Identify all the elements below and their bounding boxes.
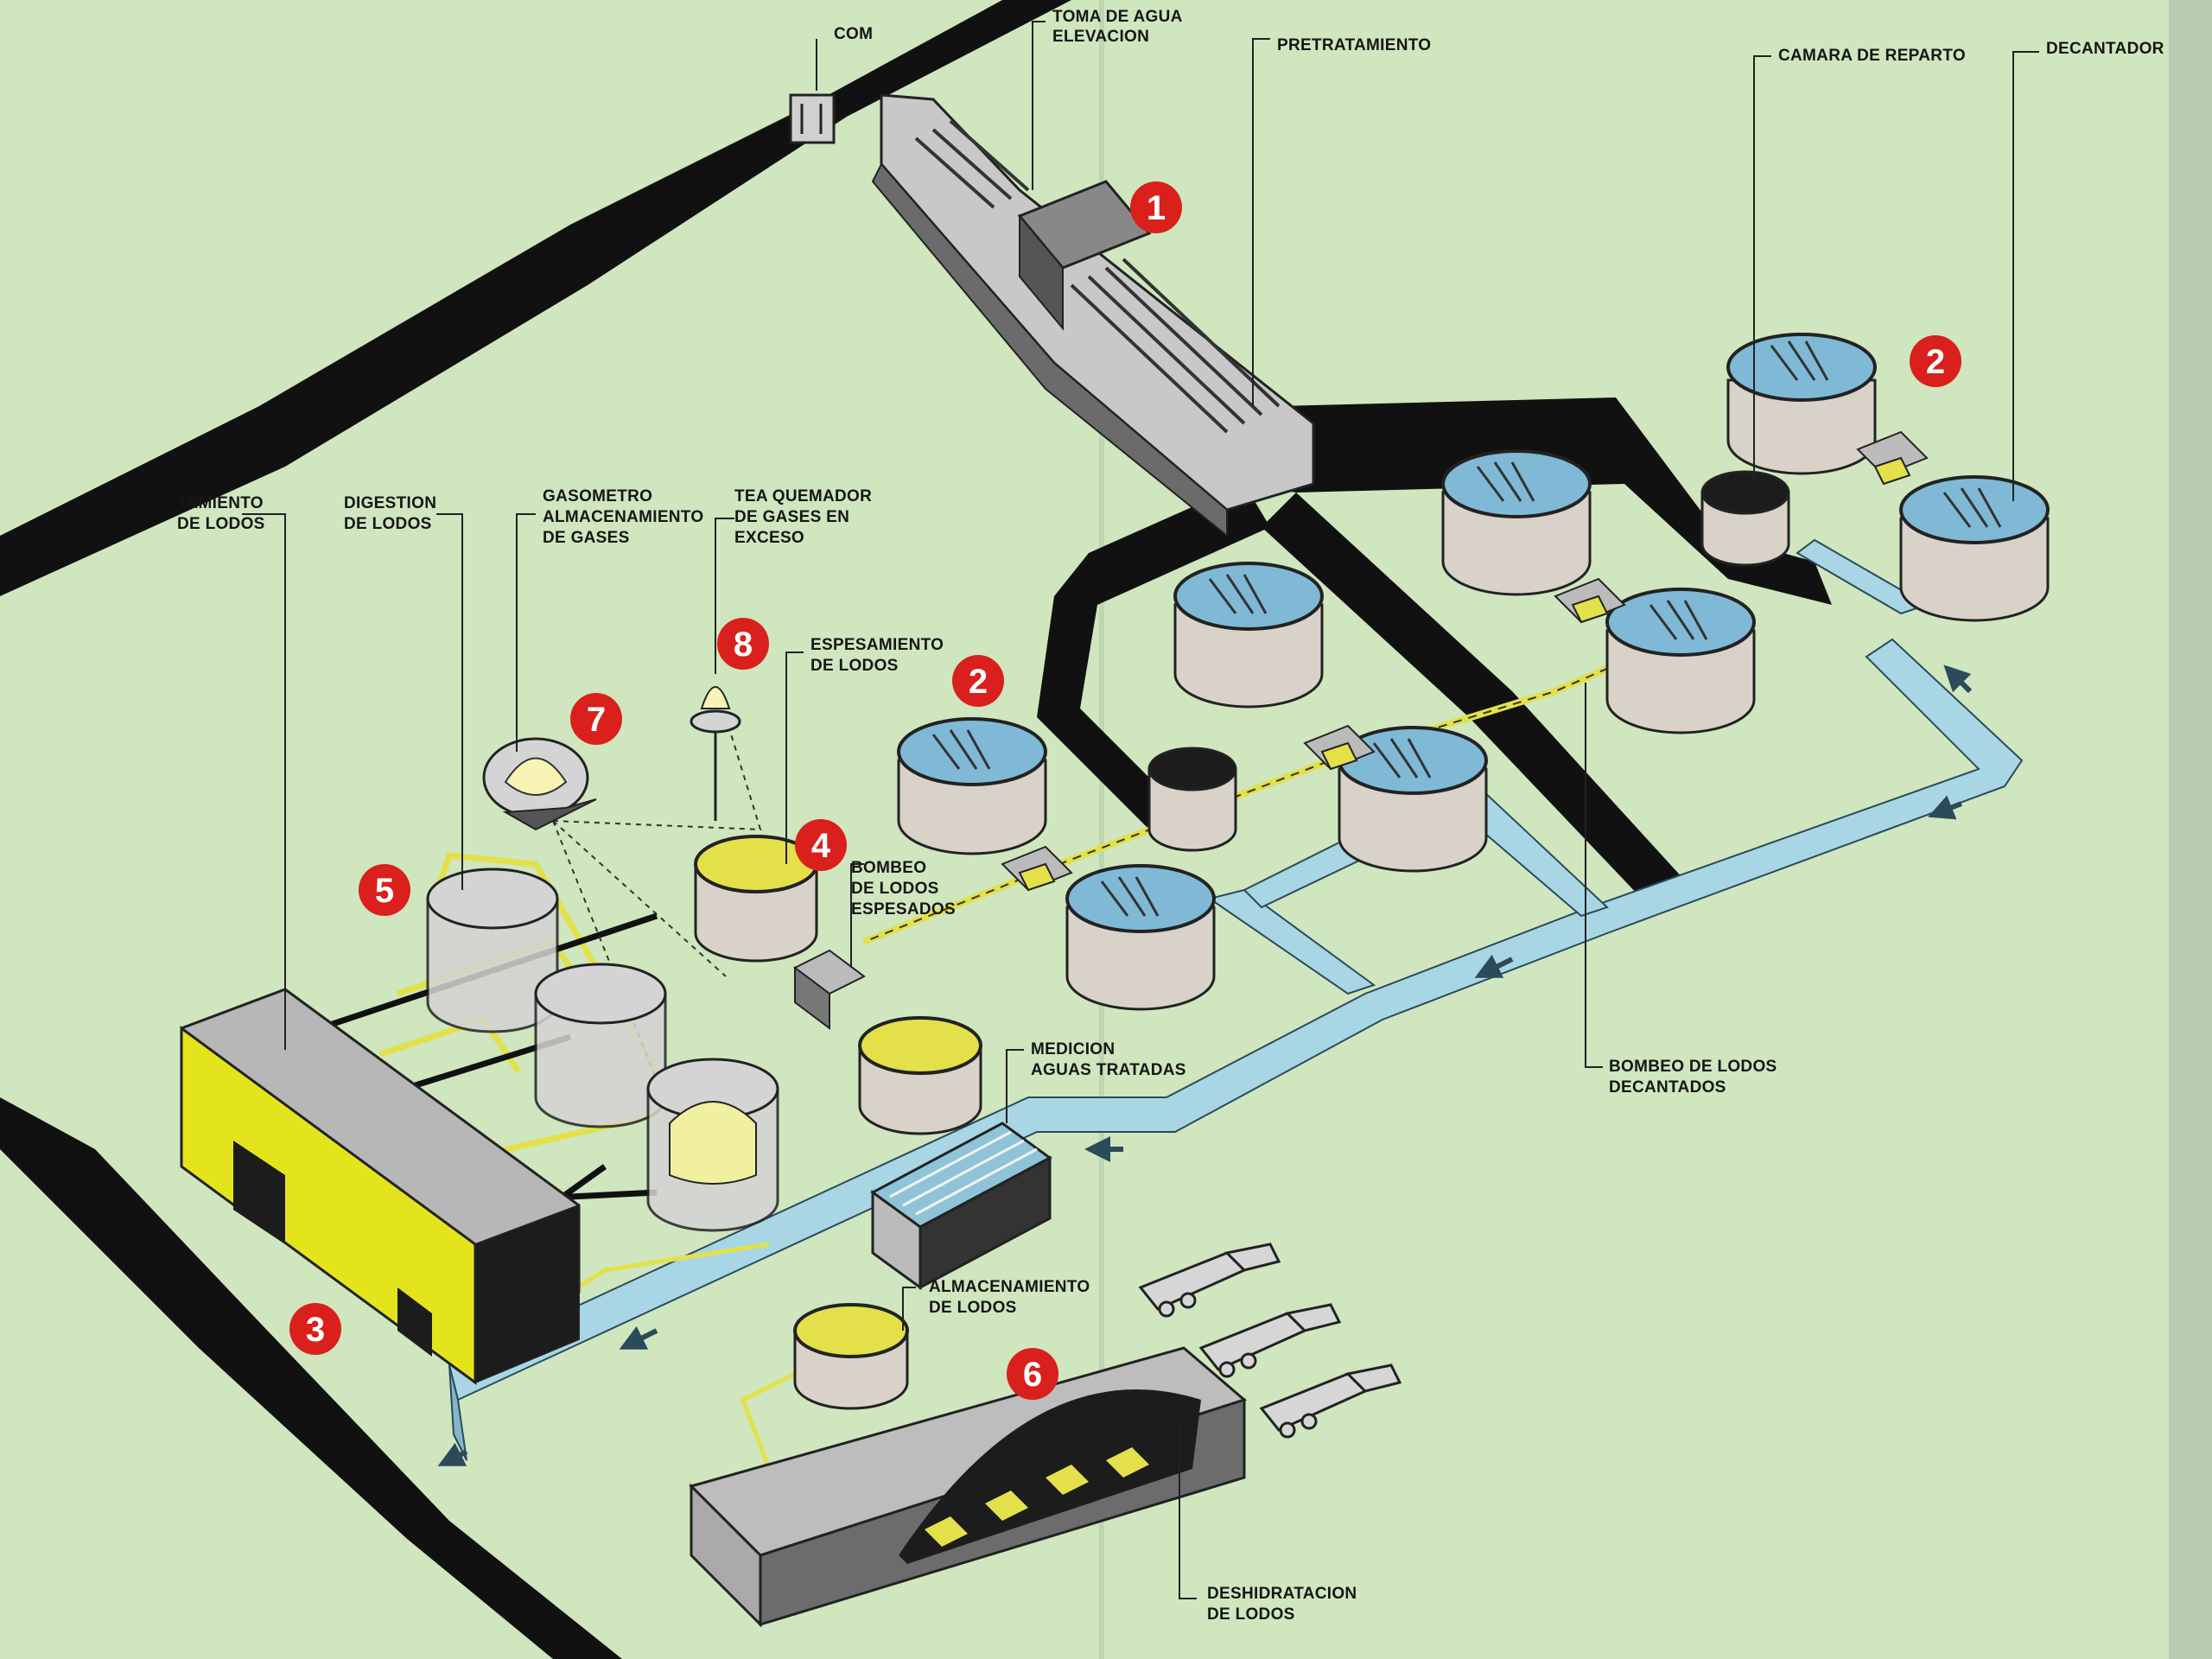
label-almacenamiento-line2: DE LODOS	[929, 1299, 1017, 1317]
label-bombeo-decantados-line1: BOMBEO DE LODOS	[1609, 1058, 1777, 1076]
badge-1: 1	[1130, 181, 1182, 233]
label-tratamiento-lodos-line1: TAMIENTO	[177, 494, 264, 512]
badge-5: 5	[359, 864, 410, 916]
label-espesamiento-line2: DE LODOS	[810, 657, 899, 675]
svg-text:7: 7	[587, 701, 606, 739]
svg-text:2: 2	[1926, 343, 1945, 381]
label-bombeo-decantados-line2: DECANTADOS	[1609, 1078, 1726, 1096]
road-loop-top	[1244, 397, 1832, 605]
badge-4: 4	[795, 819, 847, 871]
road-top	[0, 0, 1071, 596]
leader-lines	[242, 21, 2039, 1599]
label-medicion-line1: MEDICION	[1031, 1040, 1115, 1058]
svg-text:3: 3	[306, 1311, 325, 1349]
label-tea-line3: EXCESO	[734, 529, 804, 547]
trucks	[1138, 1243, 1402, 1439]
road-bottom	[0, 1097, 622, 1659]
badge-6: 6	[1007, 1348, 1058, 1400]
label-bombeo-espesados-line1: BOMBEO	[851, 859, 926, 877]
badge-7: 7	[570, 693, 622, 745]
label-deshidratacion-line1: DESHIDRATACION	[1207, 1585, 1357, 1603]
label-digestion-line2: DE LODOS	[344, 515, 432, 533]
label-tea-line1: TEA QUEMADOR	[734, 487, 872, 505]
label-compuertas: COM	[834, 25, 873, 43]
label-gasometro-line2: ALMACENAMIENTO	[543, 508, 703, 526]
label-tea-line2: DE GASES EN	[734, 508, 849, 526]
svg-text:4: 4	[811, 827, 831, 865]
label-decantador: DECANTADOR	[2046, 40, 2164, 58]
decanter-tanks-upper	[1441, 333, 2050, 734]
label-gasometro-line3: DE GASES	[543, 529, 630, 547]
svg-text:1: 1	[1147, 189, 1166, 227]
labels: COM TOMA DE AGUA ELEVACION PRETRATAMIENT…	[177, 8, 2164, 1624]
label-espesamiento-line1: ESPESAMIENTO	[810, 636, 944, 654]
badge-2-right: 2	[1910, 335, 1961, 387]
label-toma-agua-line2: ELEVACION	[1052, 28, 1149, 46]
svg-text:5: 5	[375, 872, 394, 910]
label-deshidratacion-line2: DE LODOS	[1207, 1605, 1295, 1624]
numbered-badges: 1 2 2 3 4 5 6 7 8	[289, 181, 1961, 1400]
badge-2-middle: 2	[952, 655, 1004, 707]
svg-text:6: 6	[1023, 1356, 1042, 1394]
label-tratamiento-lodos-line2: DE LODOS	[177, 515, 265, 533]
label-pretratamiento: PRETRATAMIENTO	[1277, 36, 1431, 54]
label-medicion-line2: AGUAS TRATADAS	[1031, 1061, 1186, 1079]
pretreatment-channel	[789, 93, 1315, 538]
flow-measurement-and-storage	[793, 1122, 1052, 1410]
svg-text:8: 8	[734, 626, 753, 664]
label-gasometro-line1: GASOMETRO	[543, 487, 652, 505]
sludge-processing-area	[180, 686, 982, 1385]
decanter-tanks-middle	[897, 562, 1488, 1011]
svg-text:2: 2	[969, 663, 988, 701]
label-toma-agua-line1: TOMA DE AGUA	[1052, 8, 1183, 26]
label-digestion-line1: DIGESTION	[344, 494, 436, 512]
treated-water-channel	[437, 538, 2024, 1466]
badge-3: 3	[289, 1303, 341, 1355]
label-almacenamiento-line1: ALMACENAMIENTO	[929, 1278, 1090, 1296]
page-edge	[2169, 0, 2212, 1659]
road-loop-left	[1037, 484, 1270, 830]
badge-8: 8	[717, 618, 769, 670]
label-bombeo-espesados-line2: DE LODOS	[851, 880, 939, 898]
label-camara-reparto: CAMARA DE REPARTO	[1778, 47, 1966, 65]
label-bombeo-espesados-line3: ESPESADOS	[851, 900, 956, 918]
